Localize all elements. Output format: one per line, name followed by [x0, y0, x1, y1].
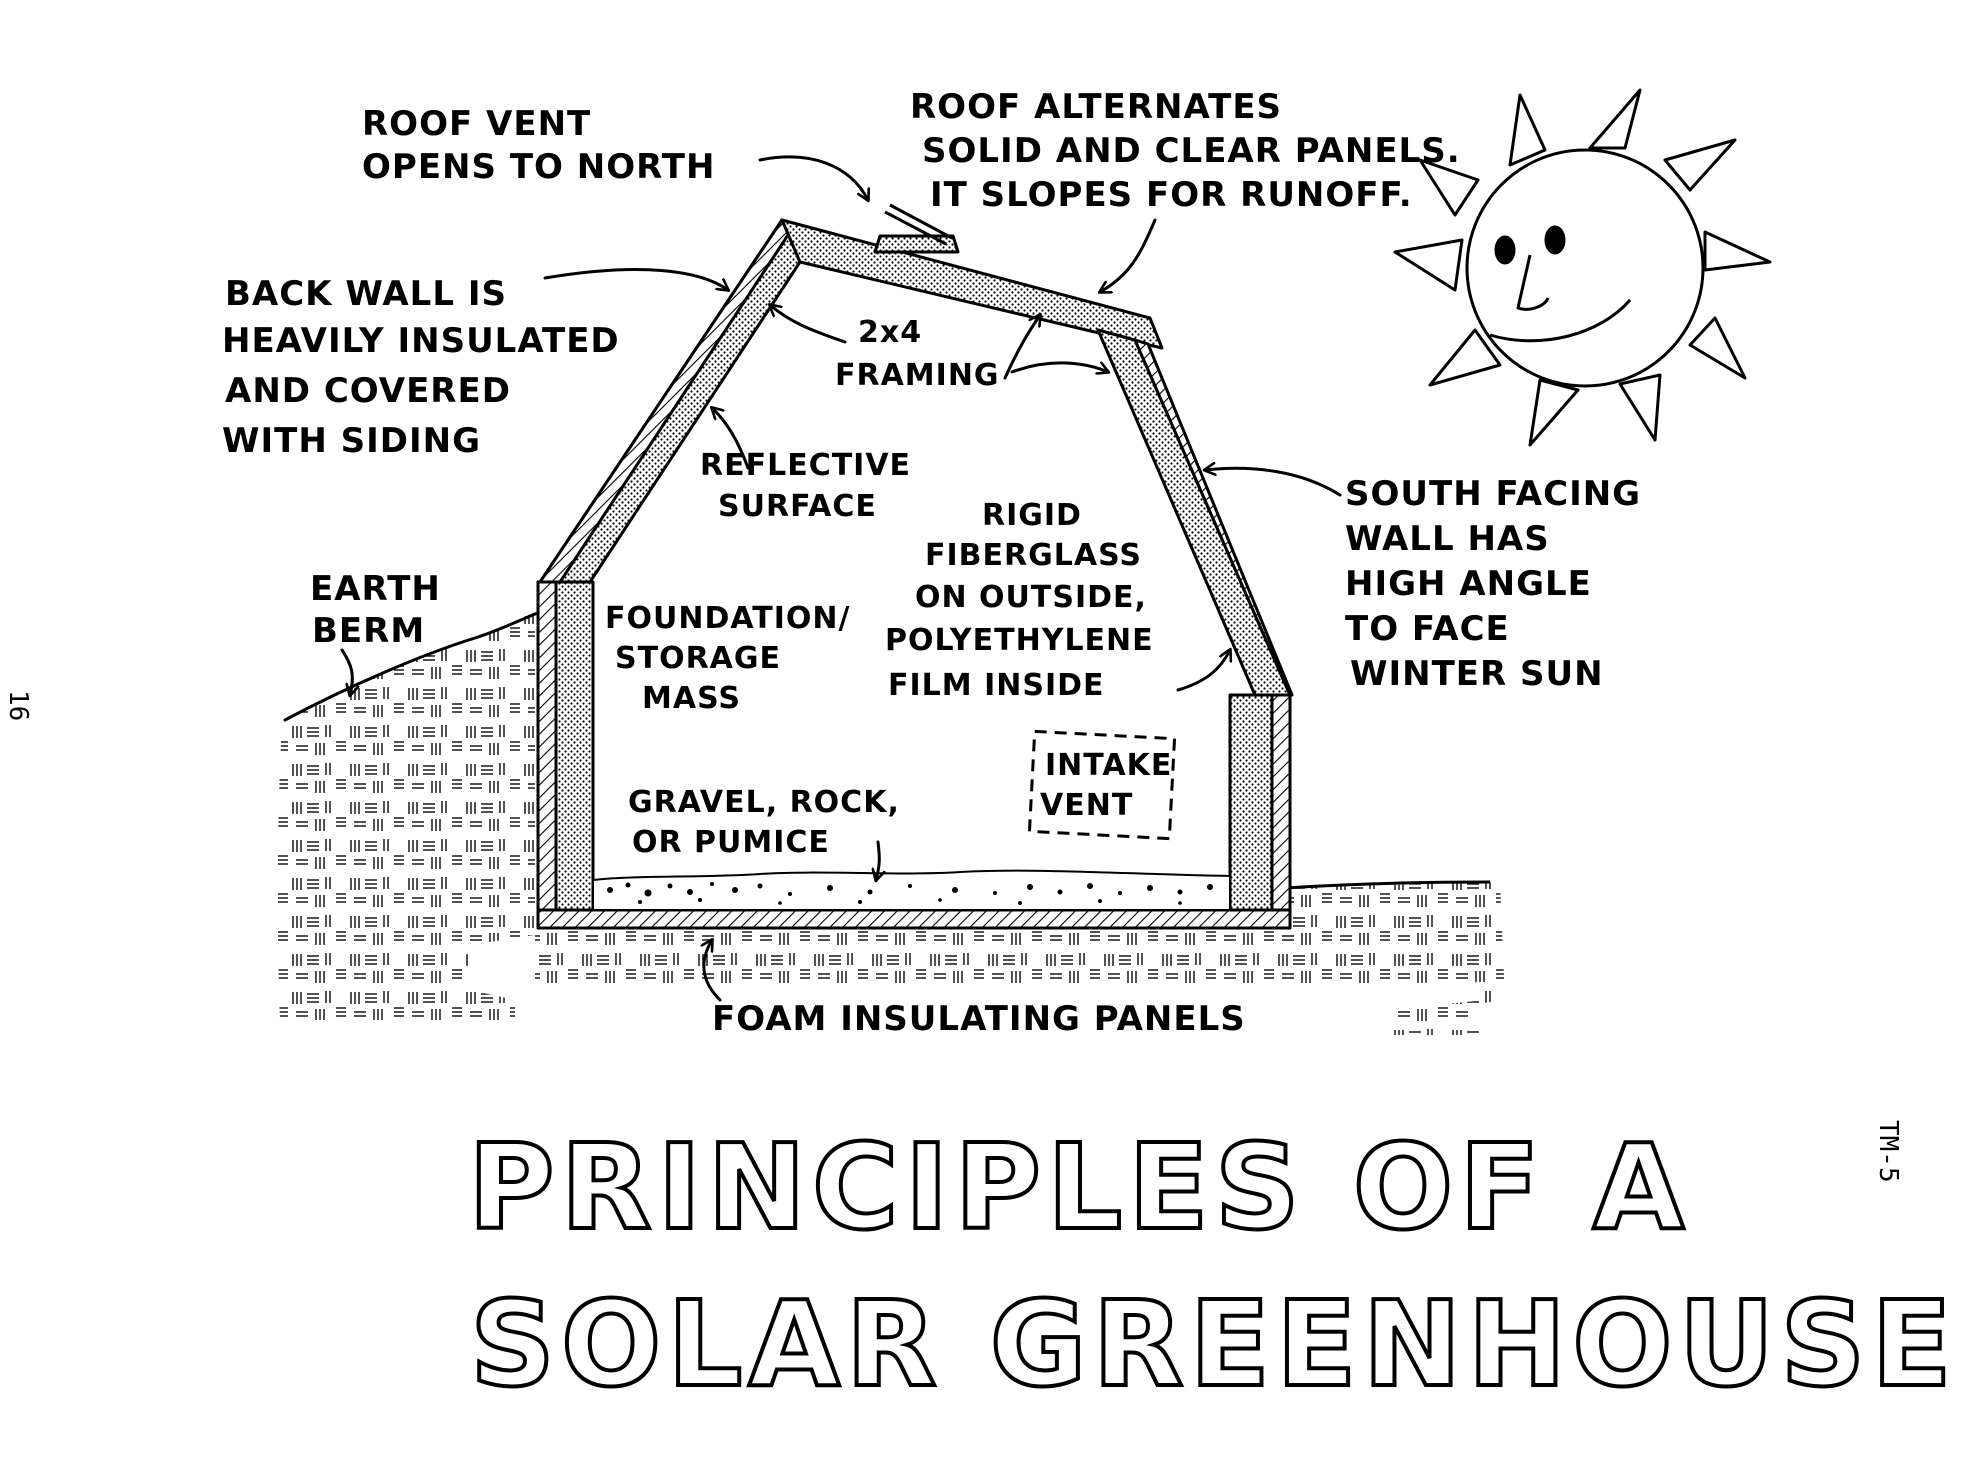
label-foundation: FOUNDATION/ STORAGE MASS [605, 601, 850, 716]
svg-text:BERM: BERM [312, 611, 425, 651]
page-number: 16 [3, 690, 33, 721]
label-framing: 2x4 FRAMING [835, 315, 1000, 393]
svg-text:WALL HAS: WALL HAS [1345, 519, 1550, 559]
svg-text:2x4: 2x4 [858, 315, 922, 350]
leader-arrows [340, 155, 1342, 1002]
svg-text:SURFACE: SURFACE [718, 489, 877, 524]
label-foam-panels: FOAM INSULATING PANELS [712, 999, 1246, 1039]
label-south-wall: SOUTH FACING WALL HAS HIGH ANGLE TO FACE… [1345, 474, 1641, 694]
intake-vent-box [1027, 729, 1177, 841]
svg-text:ROOF ALTERNATES: ROOF ALTERNATES [910, 87, 1282, 127]
sun-illustration [1393, 88, 1772, 447]
svg-text:HIGH ANGLE: HIGH ANGLE [1345, 564, 1592, 604]
svg-text:SOUTH FACING: SOUTH FACING [1345, 474, 1641, 514]
svg-text:MASS: MASS [642, 681, 741, 716]
svg-text:SOLAR GREENHOUSE: SOLAR GREENHOUSE [470, 1275, 1958, 1413]
roof [780, 218, 1164, 350]
svg-text:EARTH: EARTH [310, 569, 441, 609]
label-gravel: GRAVEL, ROCK, OR PUMICE [628, 785, 900, 860]
label-rigid-fiberglass: RIGID FIBERGLASS ON OUTSIDE, POLYETHYLEN… [885, 498, 1154, 703]
svg-text:HEAVILY INSULATED: HEAVILY INSULATED [222, 321, 620, 361]
svg-text:AND COVERED: AND COVERED [225, 371, 511, 411]
greenhouse-structure [536, 203, 1294, 930]
svg-text:WITH SIDING: WITH SIDING [222, 421, 481, 461]
svg-text:IT SLOPES FOR RUNOFF.: IT SLOPES FOR RUNOFF. [930, 175, 1413, 215]
gravel-bed [592, 869, 1231, 911]
gravel-stones [607, 882, 1213, 905]
page-title: PRINCIPLES OF A SOLAR GREENHOUSE [466, 1116, 1958, 1415]
svg-text:STORAGE: STORAGE [615, 641, 781, 676]
svg-text:SOLID AND CLEAR PANELS.: SOLID AND CLEAR PANELS. [922, 131, 1461, 171]
svg-text:BACK WALL IS: BACK WALL IS [225, 274, 507, 314]
svg-text:INTAKE: INTAKE [1045, 748, 1172, 783]
svg-text:PRINCIPLES OF A: PRINCIPLES OF A [468, 1118, 1690, 1256]
svg-text:OR PUMICE: OR PUMICE [632, 825, 830, 860]
svg-text:WINTER SUN: WINTER SUN [1350, 654, 1604, 694]
figure-code: TM-5 [1873, 1120, 1903, 1183]
label-roof-vent: ROOF VENT OPENS TO NORTH [362, 104, 715, 187]
svg-text:ON OUTSIDE,: ON OUTSIDE, [915, 580, 1147, 615]
svg-text:RIGID: RIGID [982, 498, 1082, 533]
svg-text:FOAM INSULATING PANELS: FOAM INSULATING PANELS [712, 999, 1246, 1039]
svg-text:VENT: VENT [1040, 788, 1133, 823]
svg-text:FOUNDATION/: FOUNDATION/ [605, 601, 850, 636]
svg-text:GRAVEL, ROCK,: GRAVEL, ROCK, [628, 785, 900, 820]
foam-floor [536, 908, 1292, 930]
svg-text:ROOF VENT: ROOF VENT [362, 104, 591, 144]
svg-text:OPENS TO NORTH: OPENS TO NORTH [362, 147, 715, 187]
svg-text:FILM INSIDE: FILM INSIDE [888, 668, 1105, 703]
ground [535, 880, 1505, 1035]
svg-text:TO FACE: TO FACE [1345, 609, 1510, 649]
label-intake-vent: INTAKE VENT [1040, 748, 1172, 823]
earth-berm [277, 610, 542, 1020]
svg-text:FRAMING: FRAMING [835, 358, 1000, 393]
label-roof-alternates: ROOF ALTERNATES SOLID AND CLEAR PANELS. … [910, 87, 1461, 215]
svg-text:POLYETHYLENE: POLYETHYLENE [885, 623, 1154, 658]
svg-text:REFLECTIVE: REFLECTIVE [700, 448, 911, 483]
label-reflective-surface: REFLECTIVE SURFACE [700, 448, 911, 524]
label-back-wall: BACK WALL IS HEAVILY INSULATED AND COVER… [222, 274, 620, 461]
svg-text:FIBERGLASS: FIBERGLASS [925, 538, 1142, 573]
label-earth-berm: EARTH BERM [310, 569, 441, 651]
